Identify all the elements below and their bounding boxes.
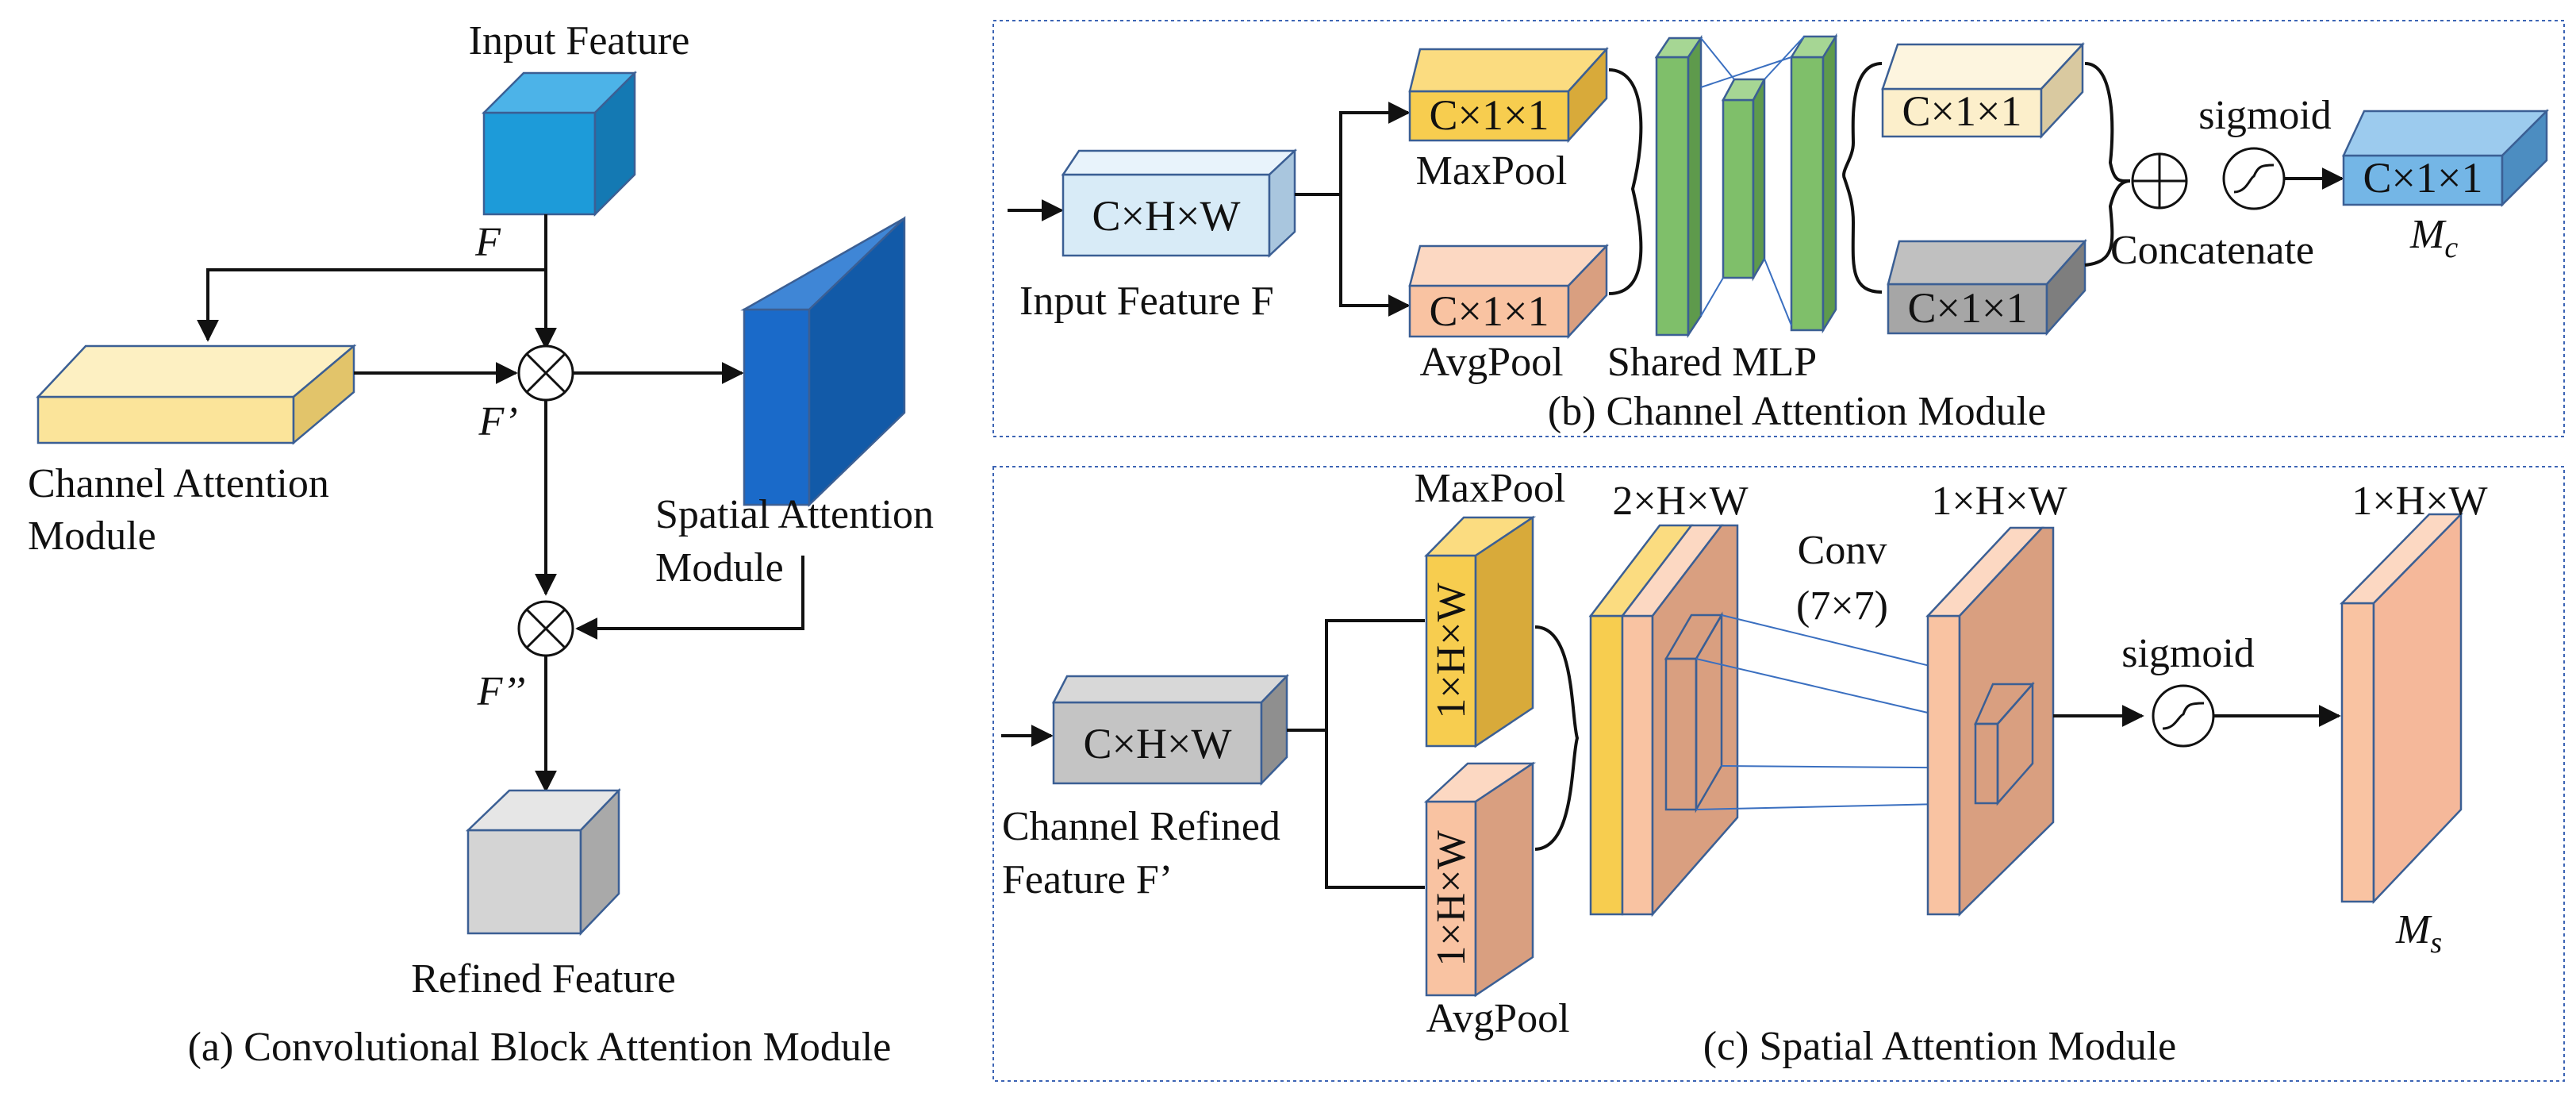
panel-c-border <box>992 466 2565 1082</box>
panel-c-avgpool-label: AvgPool <box>1426 996 1569 1041</box>
panel-b-avgpool-label: AvgPool <box>1419 340 1563 385</box>
panel-c-concat-dims: 2×H×W <box>1612 479 1748 524</box>
panel-c-avgpool-slab <box>1423 761 1537 998</box>
panel-c-input-label-2: Feature F’ <box>1002 857 1173 902</box>
multiply-2-icon <box>517 600 574 657</box>
concatenate-plus-icon <box>2131 152 2188 210</box>
panel-b-out-top-box <box>1881 41 2085 140</box>
multiply-1-icon <box>517 344 574 402</box>
branch-to-channel-attention-arrow <box>197 268 546 342</box>
panel-b: C×H×W Input Feature F C×1×1 MaxPool C×1×… <box>992 20 2565 437</box>
panel-c-conv-out-slab <box>1925 526 2055 917</box>
panel-c-conv-out-dims: 1×H×W <box>1931 479 2067 524</box>
panel-b-caption: (b) Channel Attention Module <box>1548 389 2046 434</box>
to-maxpool-arrow <box>1295 102 1411 196</box>
panel-c-concat-block <box>1588 524 1739 917</box>
mc-box <box>2342 108 2550 208</box>
mc-label: Mc <box>2409 212 2458 264</box>
channel-attention-label-2: Module <box>28 514 156 559</box>
to-avgpool-arrow <box>1339 194 1411 317</box>
shared-mlp-layers <box>1654 33 1838 339</box>
ms-slab <box>2340 511 2463 905</box>
panel-c-input-label-1: Channel Refined <box>1002 804 1280 849</box>
panel-b-left-brace <box>1608 68 1643 295</box>
to-avgpool-branch-line <box>1325 730 1425 889</box>
panel-a: Input Feature F F’ Channel Attention Mod… <box>28 18 934 1070</box>
panel-b-avgpool-dims: C×1×1 <box>1430 287 1549 335</box>
panel-c-maxpool-label: MaxPool <box>1415 466 1566 511</box>
panel-b-maxpool-label: MaxPool <box>1416 148 1568 194</box>
panel-b-border <box>992 20 2565 437</box>
spatial-attention-label-2: Module <box>655 545 784 590</box>
panel-b-out-top-dims: C×1×1 <box>1902 87 2022 135</box>
panel-c-maxpool-slab <box>1424 515 1537 748</box>
panel-c-input-dims: C×H×W <box>1084 720 1232 767</box>
mc-dims: C×1×1 <box>2363 154 2483 202</box>
refined-feature-label: Refined Feature <box>411 956 676 1002</box>
panel-b-sigmoid-icon <box>2222 147 2286 210</box>
panel-b-maxpool-dims: C×1×1 <box>1430 91 1549 139</box>
panel-a-caption: (a) Convolutional Block Attention Module <box>188 1025 892 1070</box>
panel-b-input-box <box>1061 148 1298 258</box>
refined-feature-cube <box>465 787 621 937</box>
panel-c-caption: (c) Spatial Attention Module <box>1703 1024 2176 1069</box>
conv-label-2: (7×7) <box>1796 583 1888 629</box>
spatial-attention-return-arrow <box>575 556 804 640</box>
spatial-attention-label-1: Spatial Attention <box>655 492 934 537</box>
panel-b-input-dims: C×H×W <box>1092 192 1241 240</box>
panel-c-sigmoid-label: sigmoid <box>2121 631 2255 676</box>
panel-b-out-bottom-dims: C×1×1 <box>1908 284 2028 332</box>
f-label: F <box>474 220 501 265</box>
channel-attention-slab <box>36 344 357 445</box>
ms-dims: 1×H×W <box>2351 479 2487 524</box>
concatenate-label: Concatenate <box>2110 228 2314 273</box>
panel-c-concat-brace <box>1534 625 1580 851</box>
panel-b-sigmoid-label: sigmoid <box>2198 93 2332 138</box>
f-prime-label: F’ <box>478 399 517 444</box>
panel-c-maxpool-dims: 1×H×W <box>1429 583 1474 718</box>
panel-b-input-label: Input Feature F <box>1019 279 1274 324</box>
panel-b-concat-brace <box>2084 62 2131 267</box>
to-maxpool-branch-line <box>1287 619 1425 732</box>
spatial-attention-block <box>740 216 906 507</box>
input-feature-cube <box>481 70 638 217</box>
channel-attention-label-1: Channel Attention <box>28 461 329 506</box>
f-double-prime-label: F’’ <box>477 669 526 714</box>
panel-c-avgpool-dims: 1×H×W <box>1429 830 1474 966</box>
shared-mlp-label: Shared MLP <box>1607 340 1817 385</box>
input-feature-label: Input Feature <box>469 18 690 63</box>
panel-c: C×H×W Channel Refined Feature F’ MaxPool… <box>992 466 2565 1082</box>
panel-b-right-brace <box>1842 62 1883 294</box>
panel-b-out-bottom-box <box>1887 238 2087 337</box>
ms-label: Ms <box>2395 907 2442 960</box>
panel-c-input-box <box>1051 673 1289 787</box>
panel-b-avgpool-box <box>1408 243 1609 340</box>
conv-label-1: Conv <box>1798 528 1887 573</box>
panel-b-maxpool-box <box>1408 46 1609 144</box>
panel-c-sigmoid-icon <box>2152 684 2215 748</box>
